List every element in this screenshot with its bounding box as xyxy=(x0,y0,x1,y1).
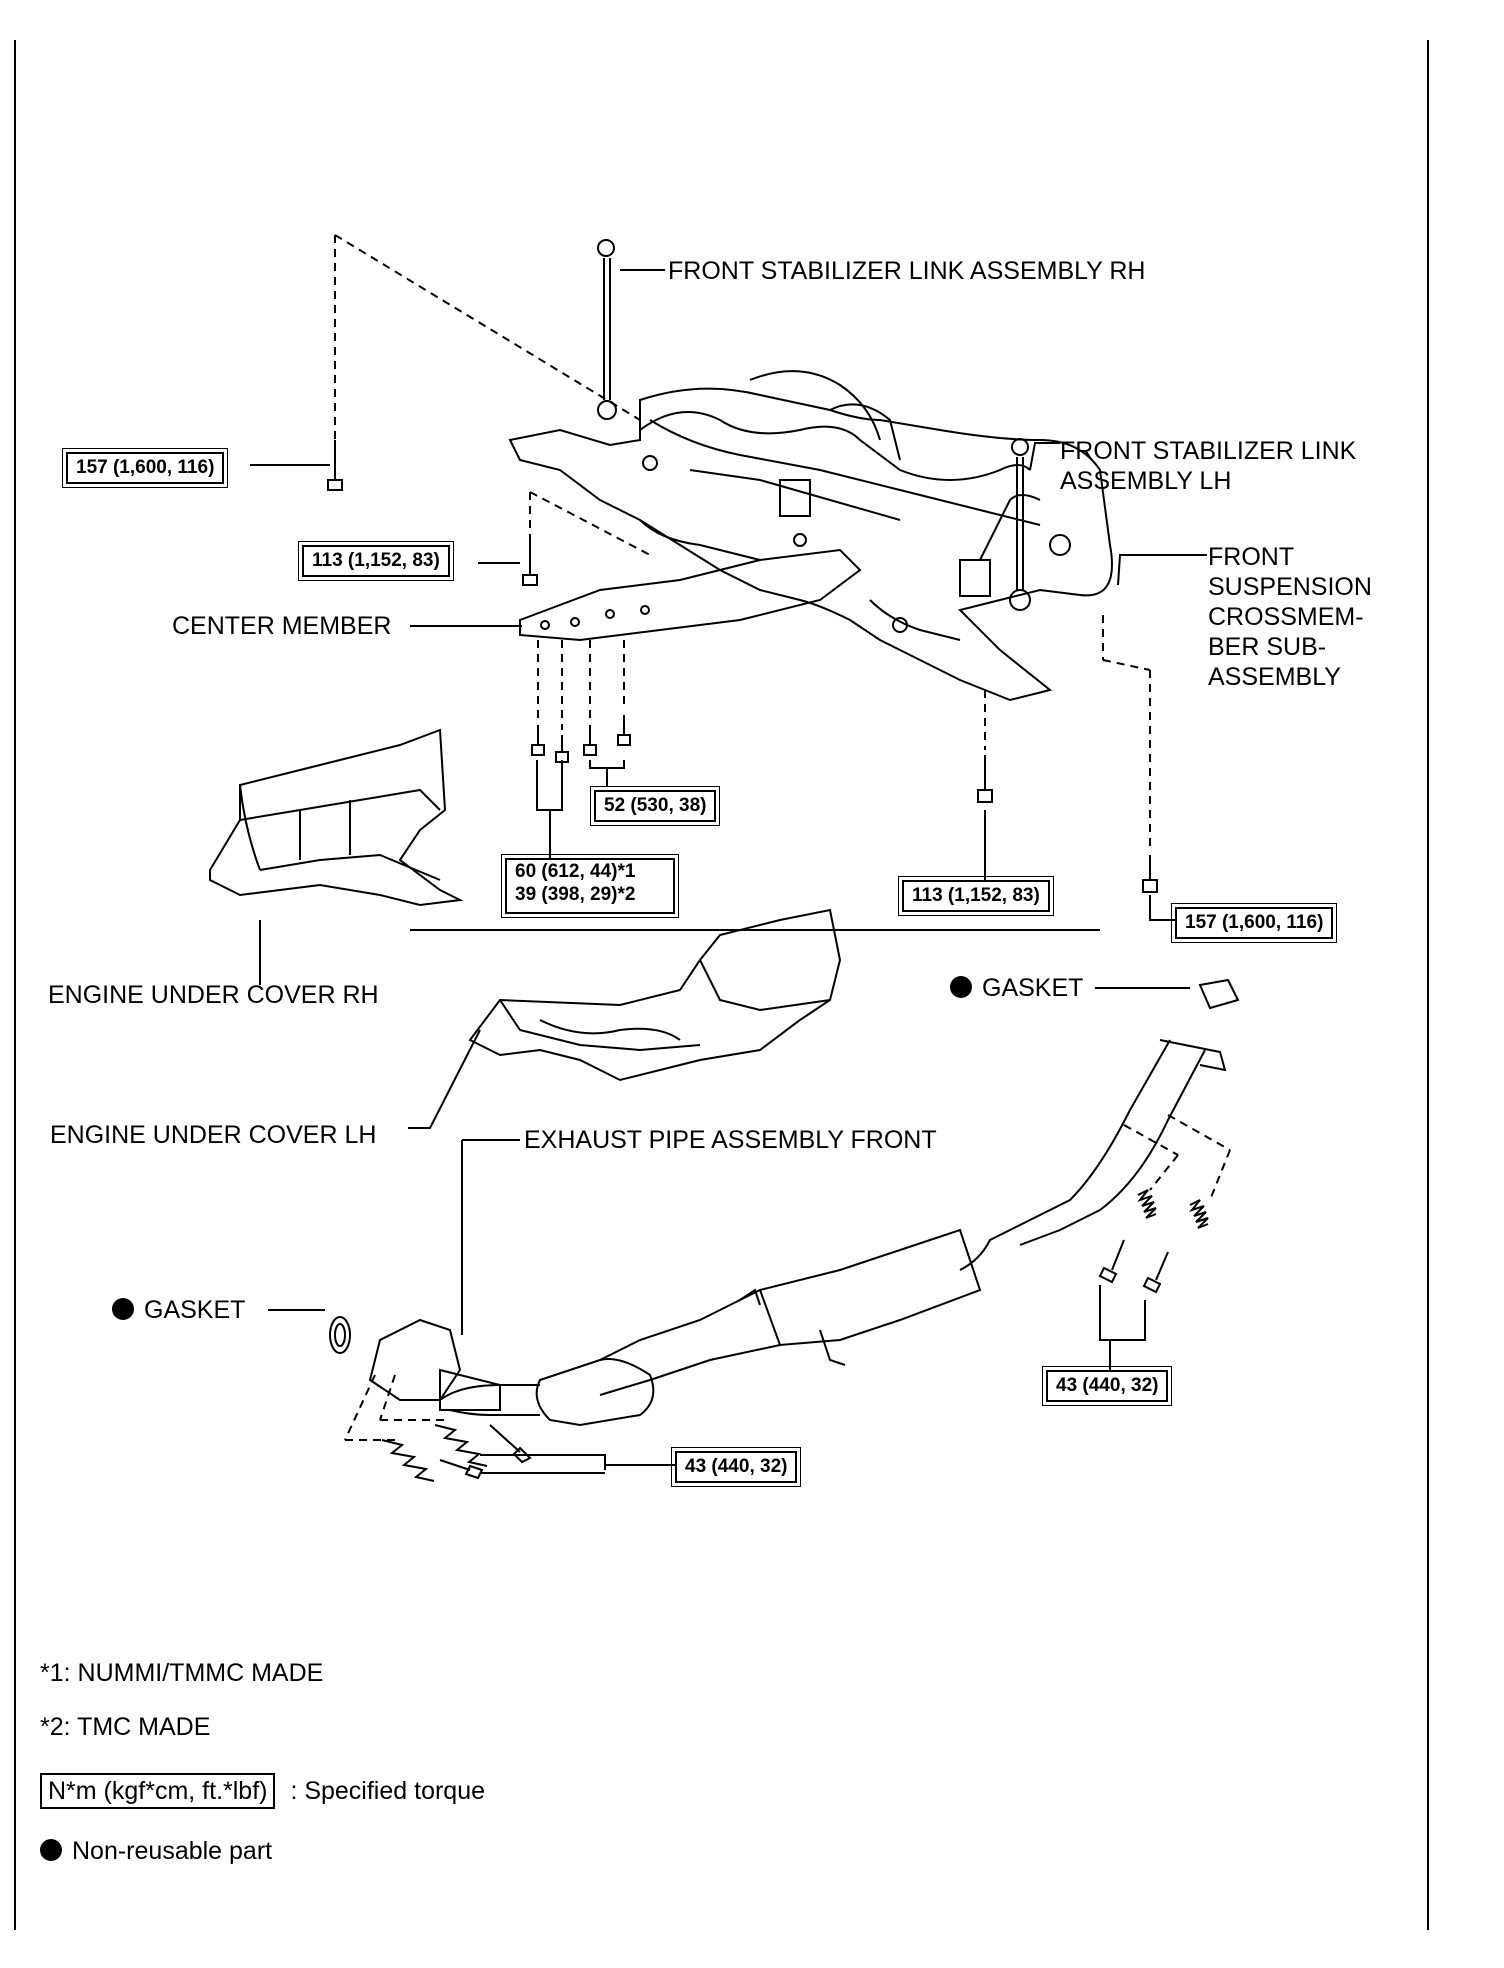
legend-torque: N*m (kgf*cm, ft.*lbf) : Specified torque xyxy=(40,1773,486,1809)
label-stabilizer-link-rh: FRONT STABILIZER LINK ASSEMBLY RH xyxy=(668,257,1146,285)
legend-unit-desc: : Specified torque xyxy=(290,1777,486,1805)
center-member xyxy=(519,548,862,642)
label-exhaust-pipe: EXHAUST PIPE ASSEMBLY FRONT xyxy=(524,1126,937,1154)
crossmember-sub-assembly xyxy=(508,370,1113,702)
springs xyxy=(381,1189,1209,1482)
label-crossmember-line4: BER SUB- xyxy=(1208,633,1327,661)
non-reusable-dot-icon xyxy=(950,976,972,999)
torque-157-left: 157 (1,600, 116) xyxy=(61,448,229,488)
torque-52: 52 (530, 38) xyxy=(589,786,721,826)
legend-non-reusable: Non-reusable part xyxy=(40,1836,272,1866)
label-crossmember-line3: CROSSMEM- xyxy=(1208,603,1364,631)
torque-43-right: 43 (440, 32) xyxy=(1041,1366,1173,1406)
torque-60: 60 (612, 44)*1 xyxy=(515,861,636,882)
torque-39: 39 (398, 29)*2 xyxy=(515,884,636,905)
engine-under-cover-lh xyxy=(468,908,842,1082)
non-reusable-dot-icon xyxy=(112,1298,134,1321)
label-center-member: CENTER MEMBER xyxy=(172,612,392,640)
label-crossmember-line5: ASSEMBLY xyxy=(1208,663,1341,691)
gasket-left-text: GASKET xyxy=(144,1296,246,1324)
right-border-line xyxy=(1427,40,1429,1930)
left-border-line xyxy=(14,40,16,1930)
torque-43-bottom: 43 (440, 32) xyxy=(670,1447,802,1487)
note-2: *2: TMC MADE xyxy=(40,1713,211,1741)
torque-157-right: 157 (1,600, 116) xyxy=(1170,903,1338,943)
torque-60-39-box: 60 (612, 44)*1 39 (398, 29)*2 xyxy=(501,854,679,918)
engine-under-cover-rh xyxy=(209,728,464,907)
label-gasket-left: GASKET xyxy=(112,1295,245,1325)
exhaust-pipe-assembly xyxy=(329,1039,1227,1427)
label-engine-under-cover-rh: ENGINE UNDER COVER RH xyxy=(48,981,379,1009)
gasket-top-shape xyxy=(1198,978,1240,1010)
label-crossmember-line2: SUSPENSION xyxy=(1208,573,1372,601)
label-gasket-top: GASKET xyxy=(950,973,1083,1003)
non-reusable-dot-icon xyxy=(40,1839,62,1862)
label-engine-under-cover-lh: ENGINE UNDER COVER LH xyxy=(50,1121,377,1149)
label-crossmember-line1: FRONT xyxy=(1208,543,1295,571)
bolts xyxy=(327,440,1169,1480)
gasket-top-text: GASKET xyxy=(982,974,1084,1002)
note-1: *1: NUMMI/TMMC MADE xyxy=(40,1659,324,1687)
label-stabilizer-link-lh-line1: FRONT STABILIZER LINK xyxy=(1060,437,1357,465)
stabilizer-link-rh xyxy=(597,239,617,420)
legend-non-reusable-text: Non-reusable part xyxy=(72,1837,273,1865)
torque-113-left: 113 (1,152, 83) xyxy=(298,541,454,581)
torque-113-right: 113 (1,152, 83) xyxy=(898,876,1054,916)
label-stabilizer-link-lh-line2: ASSEMBLY LH xyxy=(1060,467,1232,495)
solid-leaders xyxy=(250,269,1207,1474)
dashed-leaders xyxy=(334,234,1231,1441)
legend-unit-box: N*m (kgf*cm, ft.*lbf) xyxy=(40,1773,276,1809)
